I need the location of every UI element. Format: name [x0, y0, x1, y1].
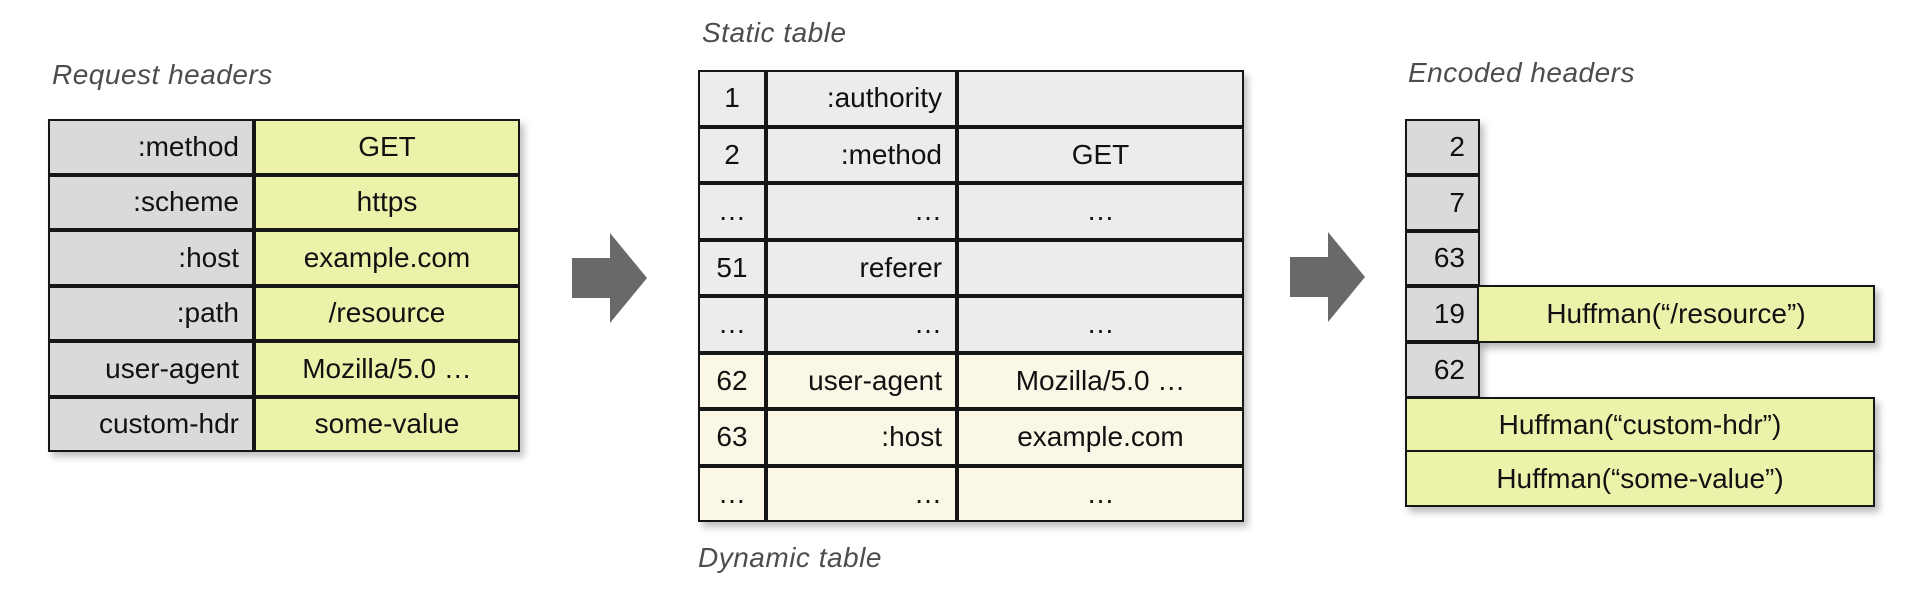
name-cell: user-agent	[766, 352, 957, 409]
header-name-cell: :scheme	[48, 174, 254, 230]
header-value-cell: example.com	[254, 230, 520, 286]
value-cell: …	[957, 183, 1244, 240]
value-cell: example.com	[957, 409, 1244, 466]
name-cell: …	[766, 183, 957, 240]
value-cell: …	[957, 465, 1244, 522]
huffman-custom-hdr-cell: Huffman(“custom-hdr”)	[1405, 397, 1875, 453]
arrow-right-icon	[1290, 232, 1365, 322]
arrow-right-icon	[572, 233, 647, 323]
huffman-some-value-cell: Huffman(“some-value”)	[1405, 450, 1875, 507]
name-cell: referer	[766, 239, 957, 296]
name-cell: …	[766, 465, 957, 522]
encoded-index-cell: 19	[1405, 286, 1480, 343]
index-cell: 62	[698, 352, 766, 409]
encoded-index-stack: 2 7 63 19 62	[1405, 119, 1480, 398]
value-cell: …	[957, 296, 1244, 353]
value-cell: GET	[957, 126, 1244, 183]
index-cell: …	[698, 465, 766, 522]
static-table-title: Static table	[702, 17, 847, 48]
name-cell: …	[766, 296, 957, 353]
header-name-cell: :path	[48, 285, 254, 341]
request-headers-table: :method GET :scheme https :host example.…	[48, 119, 520, 452]
name-cell: :authority	[766, 70, 957, 127]
index-cell: 51	[698, 239, 766, 296]
header-name-cell: custom-hdr	[48, 396, 254, 452]
header-name-cell: user-agent	[48, 341, 254, 397]
header-value-cell: GET	[254, 119, 520, 175]
encoded-headers-title: Encoded headers	[1408, 57, 1636, 88]
header-value-cell: https	[254, 174, 520, 230]
encoded-index-cell: 62	[1405, 342, 1480, 398]
header-value-cell: some-value	[254, 396, 520, 452]
encoded-index-cell: 7	[1405, 174, 1480, 231]
header-name-cell: :method	[48, 119, 254, 175]
huffman-resource-cell: Huffman(“/resource”)	[1477, 285, 1875, 343]
index-cell: …	[698, 296, 766, 353]
header-name-cell: :host	[48, 230, 254, 286]
request-headers-title: Request headers	[52, 59, 273, 90]
header-value-cell: Mozilla/5.0 …	[254, 341, 520, 397]
value-cell	[957, 70, 1244, 127]
name-cell: :host	[766, 409, 957, 466]
encoded-index-cell: 63	[1405, 230, 1480, 287]
index-cell: 63	[698, 409, 766, 466]
dynamic-table-title: Dynamic table	[698, 542, 882, 573]
index-cell: 1	[698, 70, 766, 127]
static-dynamic-table: 1 :authority 2 :method GET … … … 51 refe…	[698, 70, 1244, 522]
index-cell: 2	[698, 126, 766, 183]
value-cell	[957, 239, 1244, 296]
header-value-cell: /resource	[254, 285, 520, 341]
encoded-index-cell: 2	[1405, 119, 1480, 175]
name-cell: :method	[766, 126, 957, 183]
value-cell: Mozilla/5.0 …	[957, 352, 1244, 409]
index-cell: …	[698, 183, 766, 240]
